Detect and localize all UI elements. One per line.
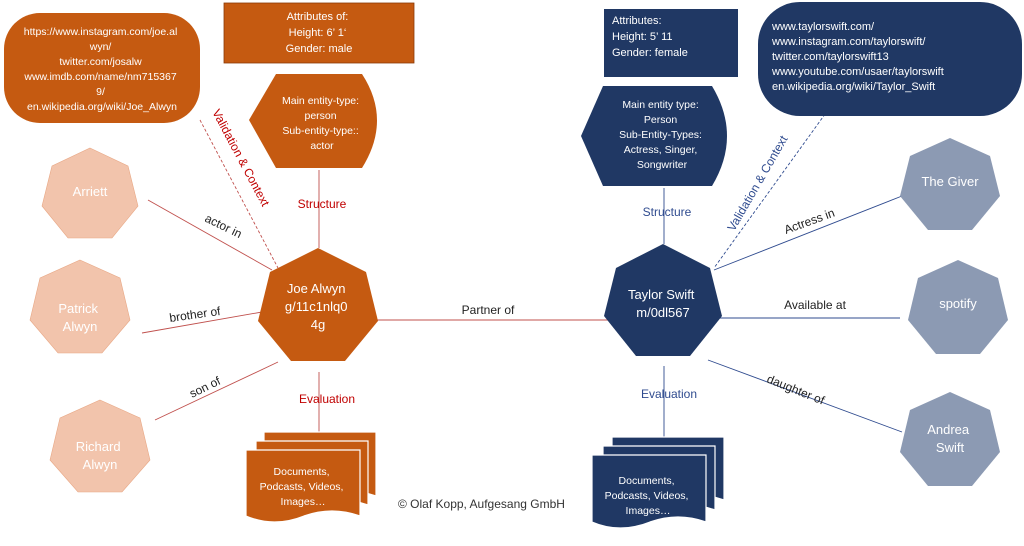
joe-related-node-richard [49,399,151,493]
taylor-relation-daughter-of: daughter of [765,372,827,408]
taylor-attributes-box [604,9,738,77]
joe-richard-connector [154,361,279,421]
taylor-related-node-the-giver [900,138,1000,230]
taylor-links-text: www.taylorswift.com/ www.instagram.com/t… [771,21,947,93]
taylor-entity-type-text: Main entity type: Person Sub-Entity-Type… [619,99,705,171]
joe-related-patrick-label: Patrick Alwyn [58,301,101,334]
joe-relation-actor-in: actor in [203,211,245,241]
joe-validation-connector [199,119,279,269]
taylor-related-the-giver-label: The Giver [921,174,979,189]
joe-alwyn-node[interactable] [258,248,378,361]
joe-attributes-box [223,2,415,64]
taylor-structure-label: Structure [643,205,692,219]
taylor-documents-stack [591,436,725,529]
joe-entity-type-shape [249,74,377,168]
joe-related-node-arriett [41,147,139,239]
taylor-validation-connector [713,109,829,269]
taylor-related-node-andrea [900,392,1000,486]
joe-documents-text: Documents, Podcasts, Videos, Images… [260,466,347,508]
taylor-validation-label: Validation & Context [724,133,790,234]
taylor-relation-available-at: Available at [784,298,846,312]
taylor-giver-connector [713,195,903,271]
taylor-documents-text: Documents, Podcasts, Videos, Images… [605,475,692,517]
taylor-evaluation-label: Evaluation [641,387,697,401]
joe-attributes-text: Attributes of: Height: 6’ 1‘ Gender: mal… [286,11,353,55]
joe-alwyn-node-label: Joe Alwyn g/11c1nlq0 4g [285,281,351,332]
taylor-swift-node[interactable] [604,244,722,356]
joe-relation-brother-of: brother of [168,304,221,325]
taylor-andrea-connector [707,359,903,433]
joe-patrick-connector [141,311,263,334]
joe-evaluation-label: Evaluation [299,392,355,406]
taylor-related-node-spotify [908,260,1008,354]
joe-related-node-patrick [29,259,131,354]
taylor-related-spotify-label: spotify [939,296,977,311]
partner-of-label: Partner of [462,303,515,317]
joe-links-box [4,13,200,123]
joe-related-richard-label: Richard Alwyn [76,439,124,472]
joe-structure-label: Structure [298,197,347,211]
joe-links-text: https://www.instagram.com/joe.al wyn/ tw… [23,26,180,113]
taylor-attributes-text: Attributes: Height: 5’ 11 Gender: female [612,15,688,59]
joe-documents-stack [245,431,377,523]
taylor-related-andrea-label: Andrea Swift [927,422,973,455]
taylor-swift-node-label: Taylor Swift m/0dl567 [628,287,698,320]
taylor-links-box [758,2,1022,116]
joe-arriett-connector [147,199,273,271]
taylor-entity-type-shape [581,86,727,186]
joe-entity-type-text: Main entity-type: person Sub-entity-type… [282,95,362,152]
joe-related-arriett-label: Arriett [73,184,108,199]
copyright-notice: © Olaf Kopp, Aufgesang GmbH [398,497,565,511]
